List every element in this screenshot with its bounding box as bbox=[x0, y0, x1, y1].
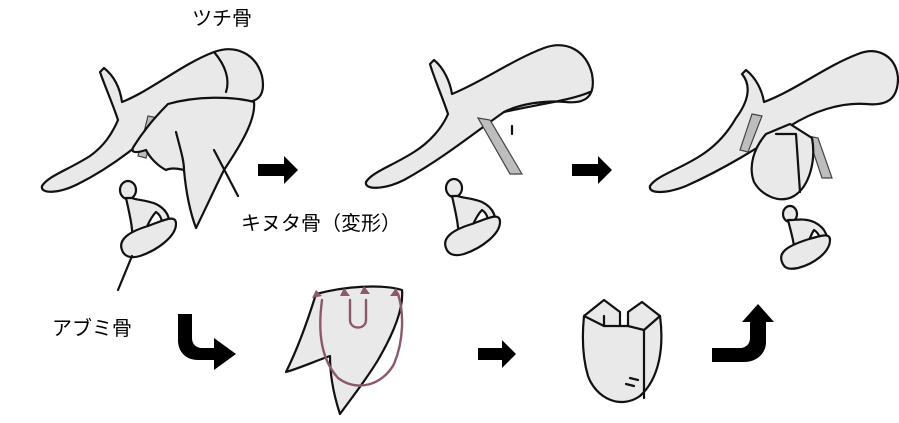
right-arrow-icon bbox=[258, 156, 298, 184]
ligament-stage-2 bbox=[478, 118, 522, 174]
stapes-bone-stage-3 bbox=[781, 206, 830, 269]
stage-3-reconstructed bbox=[650, 51, 898, 268]
stapes-bone bbox=[120, 181, 176, 257]
right-arrow-icon bbox=[572, 156, 612, 184]
stapes-label: アブミ骨 bbox=[52, 318, 132, 338]
incus-label: キヌタ骨（変形） bbox=[241, 213, 401, 233]
malleus-label: ツチ骨 bbox=[192, 8, 252, 28]
carved-block-body bbox=[583, 300, 662, 402]
curved-down-right-arrow-icon bbox=[178, 314, 236, 370]
right-arrow-icon bbox=[478, 340, 516, 368]
stage-1-original bbox=[42, 49, 263, 290]
malleus-bone-stage-2 bbox=[366, 45, 593, 187]
stapes-bone-stage-2 bbox=[445, 179, 500, 255]
incus-reshaped bbox=[286, 286, 402, 414]
incus-reshaped-bone bbox=[286, 287, 402, 414]
curved-up-right-arrow-icon bbox=[712, 304, 774, 362]
incus-carved-block bbox=[583, 300, 662, 402]
stapes-leader-line bbox=[118, 256, 132, 290]
